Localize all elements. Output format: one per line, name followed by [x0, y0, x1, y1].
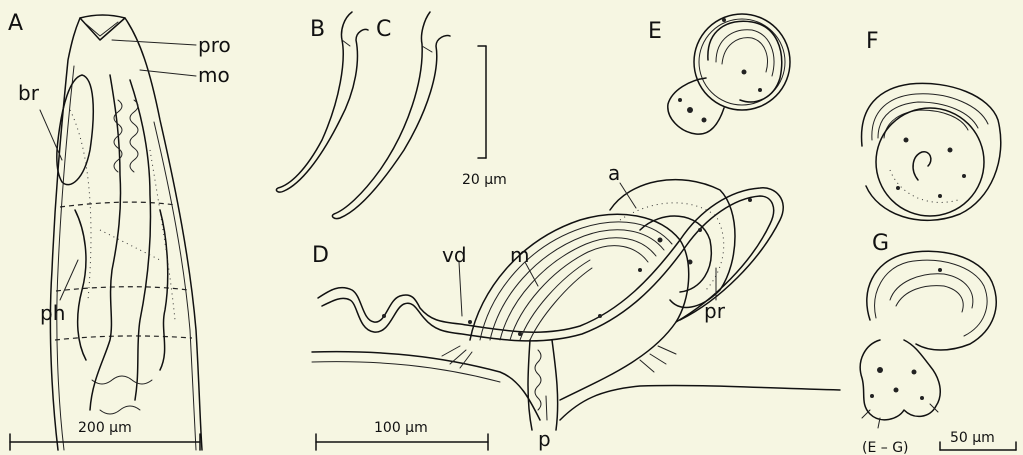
label-vd: vd: [442, 243, 467, 267]
scale-label-eg: 50 µm: [950, 430, 995, 446]
scale-bar-d: [316, 434, 488, 450]
label-pr: pr: [704, 299, 726, 323]
panel-a-drawing: [40, 15, 202, 450]
panel-e-drawing: [668, 14, 790, 134]
panel-label-g: G: [872, 231, 889, 256]
scale-label-bc: 20 µm: [462, 172, 507, 188]
label-ph: ph: [40, 301, 65, 325]
label-m: m: [510, 243, 529, 267]
scale-label-d: 100 µm: [374, 420, 428, 436]
label-a: a: [608, 161, 620, 185]
panel-g-drawing: [860, 251, 996, 428]
label-pro: pro: [198, 33, 231, 57]
scale-bar-bc: [478, 46, 486, 158]
scale-label-a: 200 µm: [78, 420, 132, 436]
panel-label-d: D: [312, 243, 329, 268]
label-p: p: [538, 427, 551, 451]
panel-label-f: F: [866, 29, 879, 54]
panel-d-drawing: [312, 180, 840, 430]
panel-label-e: E: [648, 19, 662, 44]
panel-label-b: B: [310, 17, 325, 42]
panel-f-drawing: [862, 83, 1001, 220]
scale-group-eg: (E – G): [862, 440, 909, 455]
panel-label-c: C: [376, 17, 391, 42]
label-br: br: [18, 81, 40, 105]
label-mo: mo: [198, 63, 230, 87]
scale-bar-a: [10, 434, 200, 450]
panel-c-hook: [332, 12, 450, 219]
panel-label-a: A: [8, 11, 23, 36]
